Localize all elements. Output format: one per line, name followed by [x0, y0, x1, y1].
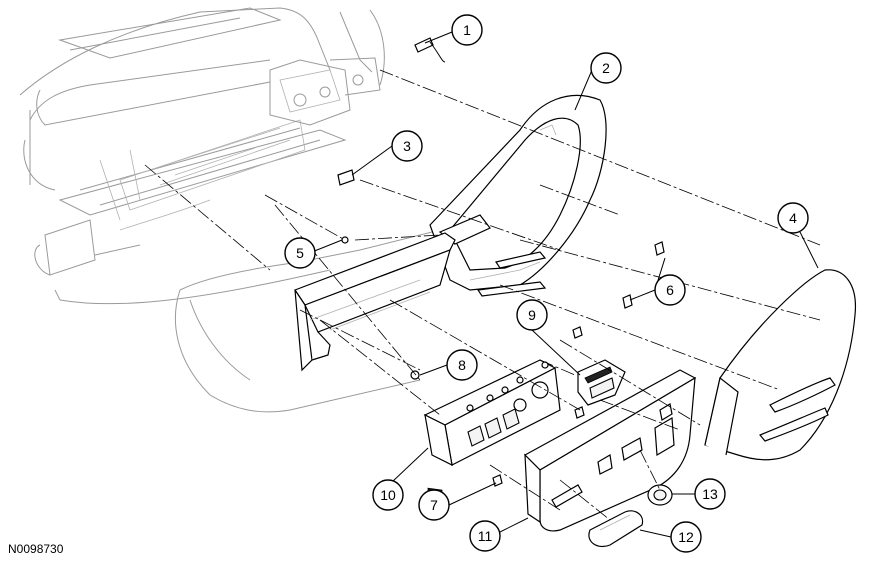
callout-1: 1: [451, 14, 483, 46]
switch-bezel-plate: [524, 369, 697, 532]
callout-leaders: [311, 31, 819, 538]
svg-text:10: 10: [380, 487, 396, 503]
figure-code: N0098730: [8, 542, 64, 556]
svg-text:7: 7: [430, 497, 438, 513]
callout-6: 6: [654, 274, 686, 306]
svg-text:6: 6: [666, 282, 674, 298]
callout-7: 7: [418, 489, 450, 521]
callout-2: 2: [590, 52, 622, 84]
svg-text:4: 4: [789, 210, 797, 226]
svg-text:13: 13: [702, 486, 718, 502]
side-shield-opening: [294, 232, 456, 372]
svg-text:1: 1: [463, 22, 471, 38]
svg-text:2: 2: [602, 60, 610, 76]
svg-text:9: 9: [528, 307, 536, 323]
svg-text:8: 8: [458, 357, 466, 373]
lumbar-switch-module: [577, 359, 626, 406]
callout-11: 11: [469, 520, 501, 552]
callout-9: 9: [516, 299, 548, 331]
svg-text:3: 3: [403, 138, 411, 154]
seat-side-shield-inner-frame: [429, 94, 607, 297]
callout-4: 4: [777, 202, 809, 234]
outer-trim-panel: [704, 269, 857, 461]
svg-text:12: 12: [678, 529, 694, 545]
callout-3: 3: [391, 130, 423, 162]
knob-part-12: [588, 510, 644, 548]
seat-frame-background: [19, 7, 461, 413]
svg-text:5: 5: [296, 245, 304, 261]
callout-12: 12: [670, 521, 702, 553]
callout-10: 10: [372, 479, 404, 511]
svg-text:11: 11: [478, 528, 493, 544]
callout-5: 5: [284, 237, 316, 269]
callout-8: 8: [446, 349, 478, 381]
knob-part-13: [647, 484, 673, 506]
callout-13: 13: [694, 478, 726, 510]
